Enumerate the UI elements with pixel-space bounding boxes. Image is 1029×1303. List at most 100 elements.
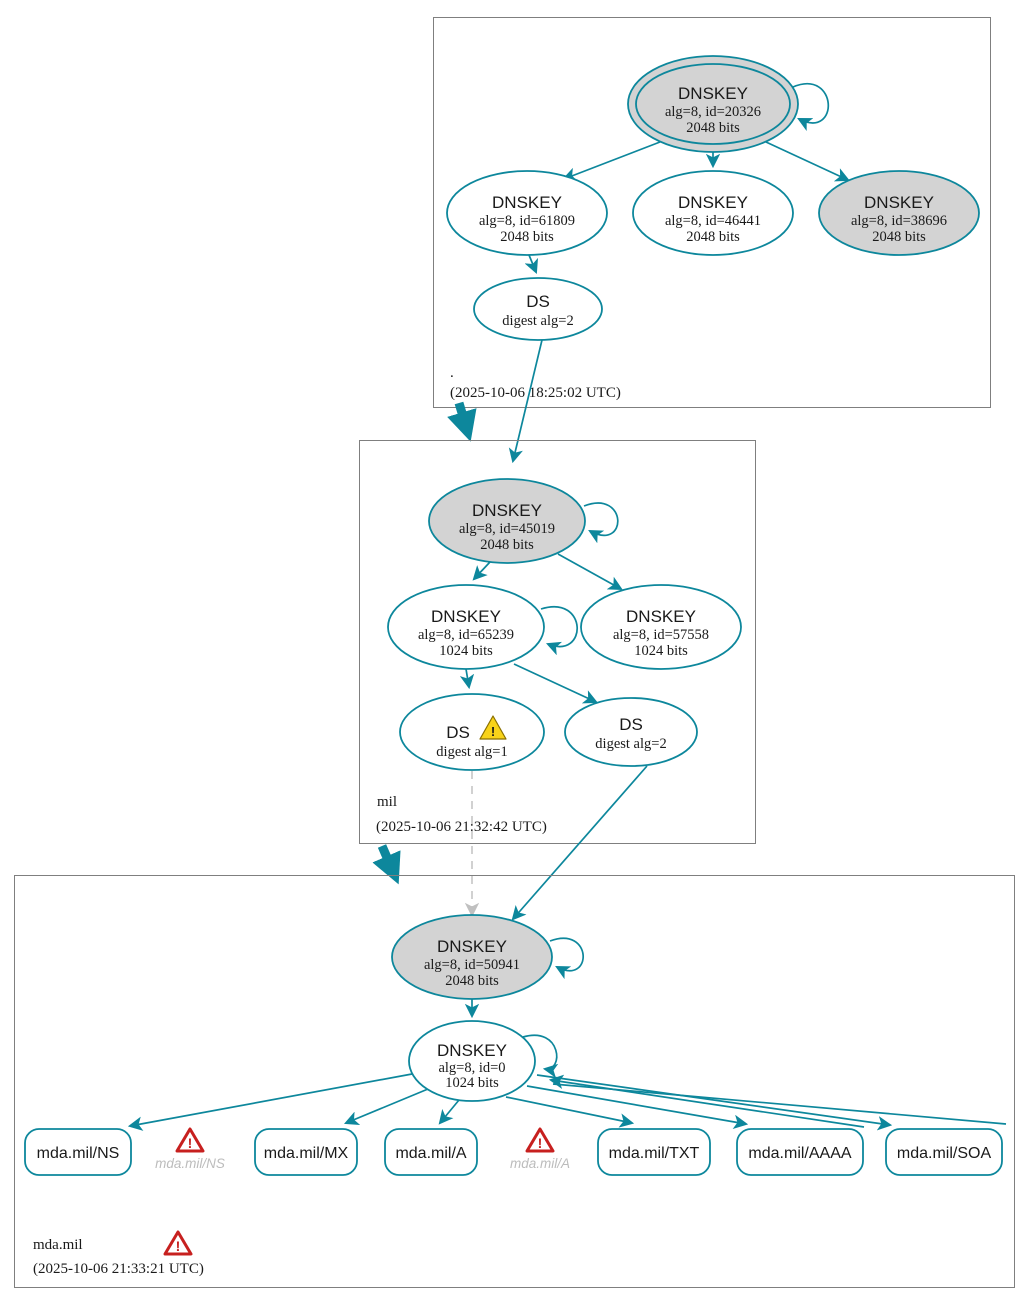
node-detail: digest alg=2 <box>595 736 666 752</box>
node-bits: 2048 bits <box>445 973 499 989</box>
node-bits: 2048 bits <box>480 537 534 553</box>
node-mil-ksk-45019[interactable]: DNSKEY alg=8, id=45019 2048 bits <box>428 478 586 564</box>
node-bits: 1024 bits <box>634 643 688 659</box>
node-mil-ds1[interactable]: DS ! digest alg=1 <box>399 693 545 771</box>
zone-mda-timestamp: (2025-10-06 21:33:21 UTC) <box>33 1261 204 1277</box>
rrset-mda-mil-a[interactable]: mda.mil/A <box>384 1128 478 1176</box>
warning-glyph: ! <box>538 1135 543 1151</box>
warning-glyph: ! <box>491 724 495 739</box>
edge-zsk-to-rrset-mx <box>343 1088 429 1125</box>
edge-mda-zsk-selfloop <box>522 1034 559 1079</box>
zone-mil-timestamp: (2025-10-06 21:32:42 UTC) <box>376 819 547 835</box>
node-root-ksk-20326[interactable]: DNSKEY alg=8, id=20326 2048 bits <box>627 55 799 153</box>
node-label: DNSKEY <box>678 193 748 212</box>
node-label: DNSKEY <box>472 501 542 520</box>
node-mda-zsk-0[interactable]: DNSKEY alg=8, id=0 1024 bits <box>408 1020 536 1102</box>
node-detail: alg=8, id=65239 <box>418 627 514 643</box>
node-root-ksk-38696[interactable]: DNSKEY alg=8, id=38696 2048 bits <box>818 170 980 256</box>
rrset-label: mda.mil/TXT <box>609 1145 700 1162</box>
edge-mil-zsk-selfloop <box>540 606 578 656</box>
edge-zsk61809-to-ds <box>524 254 539 275</box>
node-root-zsk-61809[interactable]: DNSKEY alg=8, id=61809 2048 bits <box>446 170 608 256</box>
node-label: DNSKEY <box>864 193 934 212</box>
node-bits: 2048 bits <box>872 229 926 245</box>
warning-triangle-icon <box>163 1230 193 1256</box>
edge-zsk-to-rrset-txt <box>505 1096 635 1128</box>
zone-root-timestamp: (2025-10-06 18:25:02 UTC) <box>450 385 621 401</box>
rrset-mda-mil-soa[interactable]: mda.mil/SOA <box>885 1128 1003 1176</box>
warning-icon: ! <box>479 715 507 740</box>
edge-zsk-to-rrset-soa <box>536 1074 893 1131</box>
node-label: DS <box>446 723 470 742</box>
warning-missing-ns[interactable]: ! mda.mil/NS <box>155 1127 225 1171</box>
rrset-label: mda.mil/AAAA <box>748 1145 851 1162</box>
node-bits: 2048 bits <box>686 120 740 136</box>
warning-missing-a[interactable]: ! mda.mil/A <box>510 1127 570 1171</box>
node-mda-ksk-50941[interactable]: DNSKEY alg=8, id=50941 2048 bits <box>391 914 553 1000</box>
node-label: DNSKEY <box>492 193 562 212</box>
node-detail: alg=8, id=61809 <box>479 213 575 229</box>
node-detail: alg=8, id=46441 <box>665 213 761 229</box>
rrset-label: mda.mil/A <box>395 1145 466 1162</box>
node-detail: alg=8, id=20326 <box>665 104 761 120</box>
rrset-mda-mil-ns[interactable]: mda.mil/NS <box>24 1128 132 1176</box>
node-mil-zsk-57558[interactable]: DNSKEY alg=8, id=57558 1024 bits <box>580 584 742 670</box>
node-root-ds-mil[interactable]: DS digest alg=2 <box>473 277 603 341</box>
node-detail: alg=8, id=57558 <box>613 627 709 643</box>
zone-mil-name: mil <box>377 794 397 810</box>
node-bits: 1024 bits <box>439 643 493 659</box>
zone-mda-name: mda.mil <box>33 1237 83 1253</box>
warning-triangle-icon <box>525 1127 555 1153</box>
edge-mil-ksk-to-zsk65239 <box>472 561 491 581</box>
edge-root-ksk-selfloop <box>792 83 830 132</box>
rrset-label: mda.mil/MX <box>264 1145 349 1162</box>
warning-glyph: ! <box>188 1135 193 1151</box>
node-bits: 2048 bits <box>500 229 554 245</box>
edge-mil-ksk-selfloop <box>583 502 619 544</box>
node-detail: digest alg=2 <box>502 313 573 329</box>
node-label: DNSKEY <box>678 84 748 103</box>
node-label: DS <box>619 715 643 734</box>
node-root-zsk-46441[interactable]: DNSKEY alg=8, id=46441 2048 bits <box>632 170 794 256</box>
node-detail: alg=8, id=38696 <box>851 213 947 229</box>
node-mil-ds2[interactable]: DS digest alg=2 <box>564 697 698 767</box>
warning-triangle-icon <box>175 1127 205 1153</box>
edge-mil-ksk-to-zsk57558 <box>557 553 623 591</box>
edge-zsk65239-to-ds2 <box>513 663 598 704</box>
rrset-mda-mil-aaaa[interactable]: mda.mil/AAAA <box>736 1128 864 1176</box>
node-label: DNSKEY <box>437 937 507 956</box>
rrset-mda-mil-txt[interactable]: mda.mil/TXT <box>597 1128 711 1176</box>
zone-mil-border <box>359 440 756 844</box>
edge-rrset-soa-to-zsk <box>552 1083 1007 1125</box>
node-bits: 2048 bits <box>686 229 740 245</box>
node-detail: digest alg=1 <box>436 744 507 760</box>
node-detail: alg=8, id=45019 <box>459 521 555 537</box>
edge-zsk-to-rrset-ns <box>127 1073 413 1131</box>
edge-root-ksk-to-ksk38696 <box>765 141 850 182</box>
node-label: DS <box>526 292 550 311</box>
rrset-mda-mil-mx[interactable]: mda.mil/MX <box>254 1128 358 1176</box>
edge-zsk-to-rrset-a <box>438 1099 460 1125</box>
warning-zone-mda[interactable]: ! <box>163 1230 193 1256</box>
zone-mil: DNSKEY alg=8, id=45019 2048 bits DNSKEY … <box>359 440 756 844</box>
edge-delegation-root-to-mil <box>447 401 477 442</box>
edge-rrset-aaaa-to-zsk <box>548 1074 865 1128</box>
edge-mil-ds2-to-mda-ksk <box>511 765 648 921</box>
node-label: DNSKEY <box>431 607 501 626</box>
node-label: DNSKEY <box>626 607 696 626</box>
node-mil-zsk-65239[interactable]: DNSKEY alg=8, id=65239 1024 bits <box>387 584 545 670</box>
warning-label: mda.mil/A <box>510 1156 570 1171</box>
warning-label: mda.mil/NS <box>155 1156 225 1171</box>
node-label: DNSKEY <box>437 1041 507 1060</box>
zone-root-border <box>433 17 991 408</box>
zone-mda-border <box>14 875 1015 1288</box>
edge-zsk-to-rrset-aaaa <box>526 1085 749 1130</box>
node-detail: alg=8, id=50941 <box>424 957 520 973</box>
node-detail: alg=8, id=0 <box>438 1060 505 1076</box>
edge-mda-ksk-selfloop <box>549 937 584 980</box>
edge-delegation-mil-to-mda <box>372 844 401 885</box>
edge-zsk65239-to-ds1 <box>459 668 475 690</box>
zone-root-name: . <box>450 365 454 381</box>
zone-mda-mil: DNSKEY alg=8, id=50941 2048 bits DNSKEY … <box>14 875 1015 1288</box>
